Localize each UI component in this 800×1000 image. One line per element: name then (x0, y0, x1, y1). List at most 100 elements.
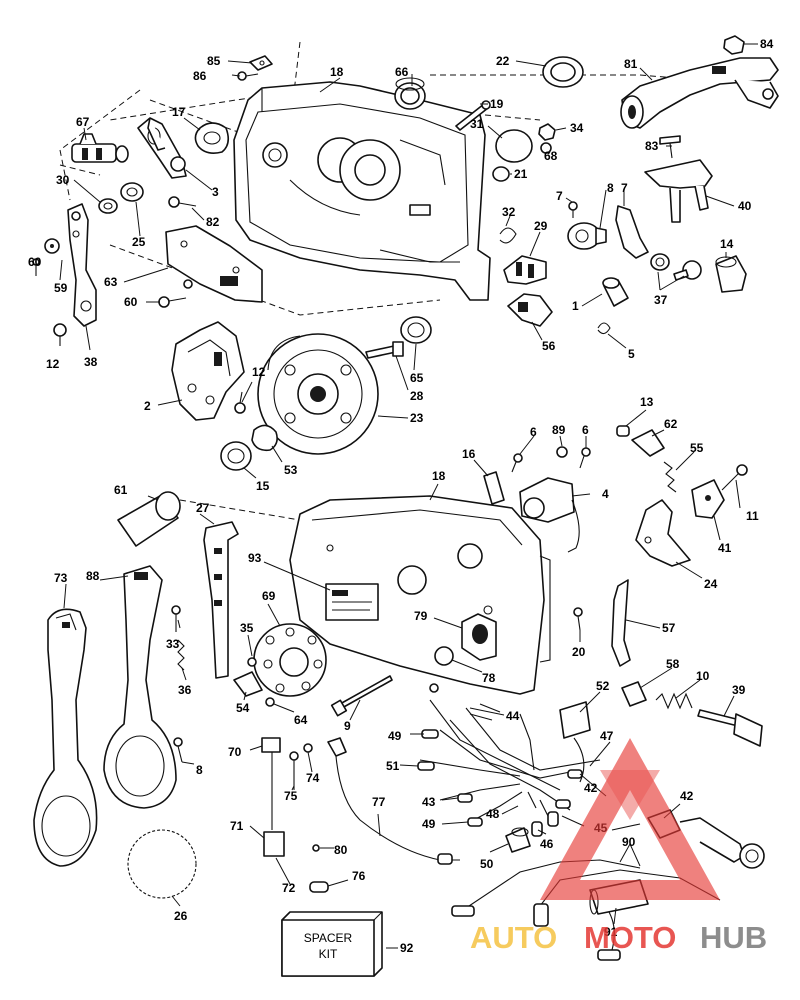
wiring-harness (417, 683, 601, 837)
watermark-triangle-logo (540, 738, 720, 900)
part-11-screw (721, 464, 748, 491)
callout-17: 17 (172, 105, 186, 119)
callout-41: 41 (718, 541, 732, 555)
callout-27: 27 (196, 501, 210, 515)
part-60a-screw (32, 258, 40, 276)
part-59-washer (44, 238, 60, 254)
callout-61: 61 (114, 483, 128, 497)
part-60b-screw (158, 296, 187, 308)
part-84-nut (723, 35, 745, 55)
part-58-block (621, 681, 647, 707)
callout-39: 39 (732, 683, 746, 697)
part-9-bolt (330, 675, 393, 717)
callout-28: 28 (410, 389, 424, 403)
callout-5: 5 (628, 347, 635, 361)
part-21-washer (492, 166, 510, 182)
callout-51: 51 (386, 759, 400, 773)
callout-60a: 60 (28, 255, 42, 269)
callout-81: 81 (624, 57, 638, 71)
callout-64: 64 (294, 713, 308, 727)
callout-49b: 49 (422, 817, 436, 831)
callout-83: 83 (645, 139, 659, 153)
part-16-clip (483, 471, 505, 505)
callout-84: 84 (760, 37, 774, 51)
part-28-bolt (365, 341, 404, 359)
part-7-screw (568, 201, 578, 218)
callout-47: 47 (600, 729, 614, 743)
callout-labels: 85 86 18 66 22 81 84 67 17 19 31 34 68 2… (28, 37, 774, 955)
part-10-spring (655, 692, 693, 710)
callout-80: 80 (334, 843, 348, 857)
part-62-detent (631, 429, 665, 457)
part-61-grip (117, 491, 181, 547)
part-18-lower-housing (289, 495, 551, 695)
callout-36: 36 (178, 683, 192, 697)
callout-73: 73 (54, 571, 68, 585)
part-20-screw (573, 607, 583, 631)
part-56-retainer (507, 293, 553, 327)
callout-18b: 18 (432, 469, 446, 483)
callout-34: 34 (570, 121, 584, 135)
callout-52: 52 (596, 679, 610, 693)
callout-58: 58 (666, 657, 680, 671)
part-65-bushing (400, 316, 432, 344)
part-5-spring (597, 322, 611, 335)
part-68-washer (540, 142, 552, 154)
callout-12b: 12 (252, 365, 266, 379)
callout-74: 74 (306, 771, 320, 785)
part-41-switch (691, 479, 725, 519)
callout-60b: 60 (124, 295, 138, 309)
part-30-spring (98, 198, 118, 214)
part-1-cylinder (602, 277, 629, 307)
part-81-lever-arm (620, 57, 779, 129)
callout-82: 82 (206, 215, 220, 229)
callout-48: 48 (486, 807, 500, 821)
part-38-lever (67, 203, 97, 327)
callout-71: 71 (230, 819, 244, 833)
callout-20: 20 (572, 645, 586, 659)
callout-33: 33 (166, 637, 180, 651)
callout-75: 75 (284, 789, 298, 803)
callout-93: 93 (248, 551, 262, 565)
part-55-spring (663, 461, 677, 493)
callout-54: 54 (236, 701, 250, 715)
part-87-clip (615, 205, 649, 259)
callout-7: 7 (556, 189, 563, 203)
callout-40: 40 (738, 199, 752, 213)
part-18-upper-housing (233, 81, 491, 301)
part-50-connector (505, 827, 531, 853)
callout-13: 13 (640, 395, 654, 409)
callout-24: 24 (704, 577, 718, 591)
callout-8: 8 (607, 181, 614, 195)
part-29-block (503, 255, 547, 285)
callout-31: 31 (470, 117, 484, 131)
callout-53: 53 (284, 463, 298, 477)
part-74-terminal (303, 743, 313, 753)
callout-79: 79 (414, 609, 428, 623)
callout-70: 70 (228, 745, 242, 759)
part-6b-screw (579, 447, 591, 469)
callout-1: 1 (572, 299, 579, 313)
part-88-handle (103, 565, 177, 809)
part-31-disc (495, 129, 533, 163)
callout-30: 30 (56, 173, 70, 187)
callout-3: 3 (212, 185, 219, 199)
part-17-ring (194, 122, 230, 154)
part-52-switch (559, 701, 591, 783)
callout-91: 91 (604, 925, 618, 939)
callout-38: 38 (84, 355, 98, 369)
part-34-nut (538, 123, 556, 141)
callout-26: 26 (174, 909, 188, 923)
part-14-cap (715, 255, 747, 293)
part-77-cable (327, 737, 460, 865)
leader-lines (59, 43, 758, 949)
callout-16: 16 (462, 447, 476, 461)
callout-62: 62 (664, 417, 678, 431)
callout-44: 44 (506, 709, 520, 723)
part-24-bracket (635, 499, 691, 567)
callout-65: 65 (410, 371, 424, 385)
part-71-clip (263, 831, 285, 857)
callout-89: 89 (552, 423, 566, 437)
part-70-connector (261, 737, 281, 830)
callout-15: 15 (256, 479, 270, 493)
